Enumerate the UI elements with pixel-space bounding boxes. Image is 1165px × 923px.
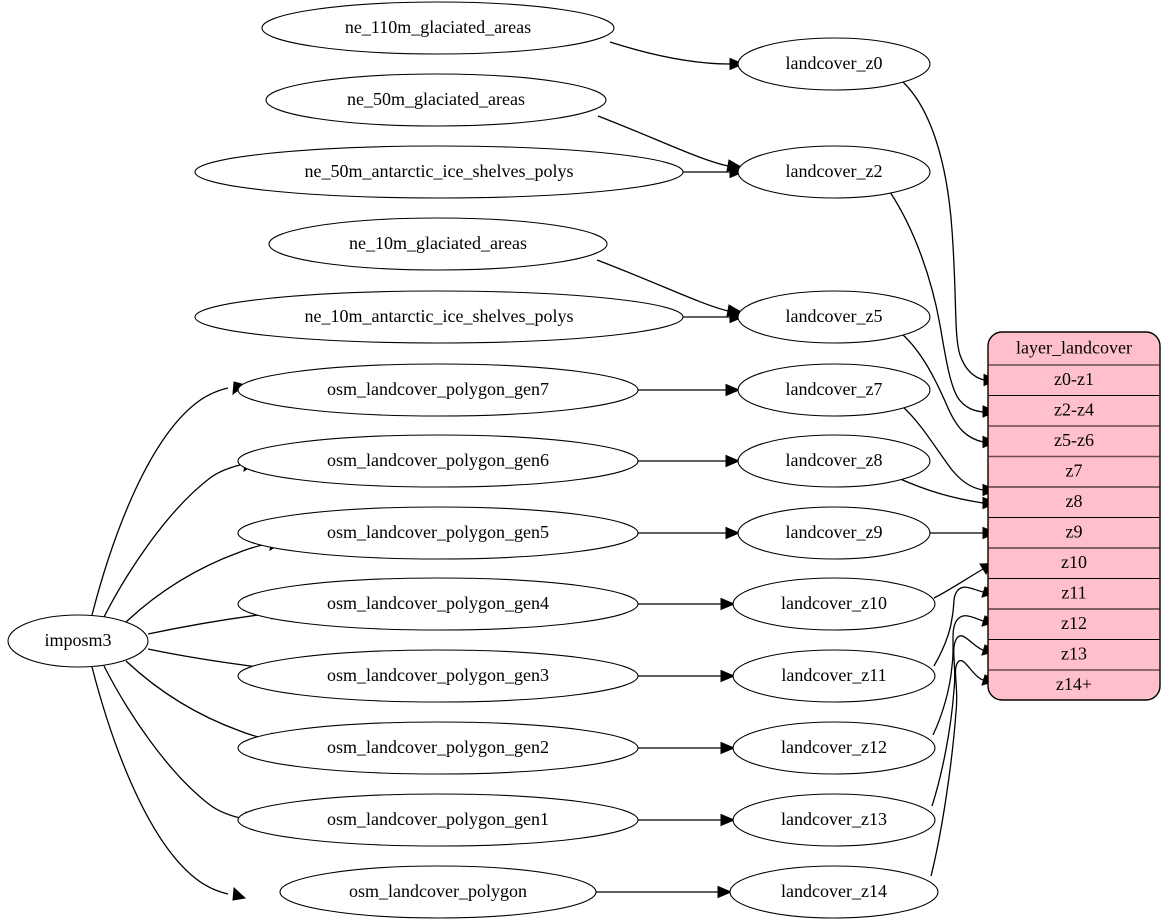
node-ne-50m-antarctic-ice-shelves-polys[interactable]: ne_50m_antarctic_ice_shelves_polys: [194, 145, 684, 199]
node-osm-landcover-polygon-gen2[interactable]: osm_landcover_polygon_gen2: [237, 721, 639, 775]
node-label: osm_landcover_polygon_gen4: [327, 593, 549, 613]
node-landcover-z8[interactable]: landcover_z8: [737, 434, 931, 488]
node-label: ne_10m_glaciated_areas: [349, 233, 527, 253]
edge-imposm3-gen1: [103, 665, 258, 825]
edge-imposm3-gen0: [91, 666, 247, 901]
input-nodes: ne_110m_glaciated_areas ne_50m_glaciated…: [194, 1, 684, 919]
node-label: osm_landcover_polygon: [349, 881, 527, 901]
node-ne-50m-glaciated-areas[interactable]: ne_50m_glaciated_areas: [265, 73, 607, 127]
node-label: ne_50m_antarctic_ice_shelves_polys: [305, 161, 574, 181]
edge-gen2-lz12: [638, 741, 736, 755]
node-label: imposm3: [44, 630, 111, 650]
node-landcover-z13[interactable]: landcover_z13: [732, 793, 936, 847]
node-osm-landcover-polygon-gen4[interactable]: osm_landcover_polygon_gen4: [237, 577, 639, 631]
node-ne-10m-glaciated-areas[interactable]: ne_10m_glaciated_areas: [268, 217, 608, 271]
node-label: landcover_z13: [781, 809, 887, 829]
edge-gen3-lz11: [638, 669, 736, 683]
node-osm-landcover-polygon-gen7[interactable]: osm_landcover_polygon_gen7: [237, 363, 639, 417]
node-osm-landcover-polygon[interactable]: osm_landcover_polygon: [279, 865, 597, 919]
node-landcover-z11[interactable]: landcover_z11: [732, 649, 936, 703]
edge-gen4-lz10: [638, 597, 736, 611]
node-label: osm_landcover_polygon_gen7: [327, 379, 549, 399]
edge-gen5-lz9: [638, 526, 741, 540]
node-label: landcover_z5: [786, 306, 883, 326]
node-label: osm_landcover_polygon_gen2: [327, 737, 549, 757]
edge-imposm3-gen6: [103, 458, 258, 618]
edge-lz8-row-z8: [897, 477, 998, 510]
node-label: ne_10m_antarctic_ice_shelves_polys: [305, 306, 574, 326]
node-label: landcover_z8: [786, 450, 883, 470]
node-landcover-z0[interactable]: landcover_z0: [737, 37, 931, 91]
node-osm-landcover-polygon-gen6[interactable]: osm_landcover_polygon_gen6: [237, 434, 639, 488]
node-landcover-z2[interactable]: landcover_z2: [737, 145, 931, 199]
node-label: osm_landcover_polygon_gen1: [327, 809, 549, 829]
table-row-z14plus[interactable]: z14+: [1056, 674, 1092, 694]
node-osm-landcover-polygon-gen5[interactable]: osm_landcover_polygon_gen5: [237, 506, 639, 560]
node-label: osm_landcover_polygon_gen6: [327, 450, 549, 470]
node-label: landcover_z9: [786, 522, 883, 542]
edge-gen7-lz7: [638, 383, 741, 397]
node-label: landcover_z10: [781, 593, 887, 613]
node-label: osm_landcover_polygon_gen3: [327, 665, 549, 685]
table-row-z7[interactable]: z7: [1066, 461, 1083, 481]
layer-nodes: landcover_z0 landcover_z2 landcover_z5 l…: [729, 37, 939, 919]
node-landcover-z10[interactable]: landcover_z10: [732, 577, 936, 631]
table-background: [987, 331, 1161, 701]
table-row-z10[interactable]: z10: [1061, 552, 1087, 572]
edge-imposm3-gen7: [91, 381, 247, 616]
node-label: landcover_z11: [781, 665, 886, 685]
node-landcover-z12[interactable]: landcover_z12: [732, 721, 936, 775]
node-landcover-z7[interactable]: landcover_z7: [737, 363, 931, 417]
node-label: ne_110m_glaciated_areas: [345, 17, 531, 37]
table-row-z8[interactable]: z8: [1066, 491, 1083, 511]
table-layer-landcover[interactable]: layer_landcover z0-z1 z2-z4 z5-z6 z7 z8 …: [987, 331, 1161, 701]
edge-gen0-lz14: [596, 885, 733, 899]
table-row-z12[interactable]: z12: [1061, 613, 1087, 633]
edge-ne10a-lz5: [683, 310, 745, 324]
table-row-z0-z1[interactable]: z0-z1: [1054, 369, 1094, 389]
table-row-z9[interactable]: z9: [1066, 522, 1083, 542]
table-row-z13[interactable]: z13: [1061, 644, 1087, 664]
node-landcover-z9[interactable]: landcover_z9: [737, 506, 931, 560]
table-header-label: layer_landcover: [1016, 338, 1132, 358]
edge-gen1-lz13: [638, 813, 736, 827]
edge-lz0-row-z0z1: [902, 81, 999, 387]
edge-ne110g-lz0: [609, 41, 745, 71]
node-label: landcover_z14: [781, 881, 887, 901]
node-label: landcover_z0: [786, 53, 883, 73]
node-label: osm_landcover_polygon_gen5: [327, 522, 549, 542]
edge-gen6-lz8: [638, 454, 741, 468]
node-ne-10m-antarctic-ice-shelves-polys[interactable]: ne_10m_antarctic_ice_shelves_polys: [194, 290, 684, 344]
edge-lz9-row-z9: [930, 526, 998, 540]
node-landcover-z14[interactable]: landcover_z14: [729, 865, 939, 919]
node-label: landcover_z7: [786, 379, 883, 399]
node-osm-landcover-polygon-gen1[interactable]: osm_landcover_polygon_gen1: [237, 793, 639, 847]
table-row-z11[interactable]: z11: [1061, 583, 1086, 603]
edge-lz14-row-z14plus: [930, 659, 998, 877]
node-landcover-z5[interactable]: landcover_z5: [737, 290, 931, 344]
node-imposm3[interactable]: imposm3: [7, 614, 149, 668]
node-ne-110m-glaciated-areas[interactable]: ne_110m_glaciated_areas: [261, 1, 615, 55]
edge-ne50a-lz2: [683, 165, 745, 179]
table-row-z5-z6[interactable]: z5-z6: [1054, 430, 1094, 450]
table-row-z2-z4[interactable]: z2-z4: [1054, 400, 1094, 420]
node-label: ne_50m_glaciated_areas: [347, 89, 525, 109]
node-osm-landcover-polygon-gen3[interactable]: osm_landcover_polygon_gen3: [237, 649, 639, 703]
node-label: landcover_z12: [781, 737, 887, 757]
node-label: landcover_z2: [786, 161, 883, 181]
